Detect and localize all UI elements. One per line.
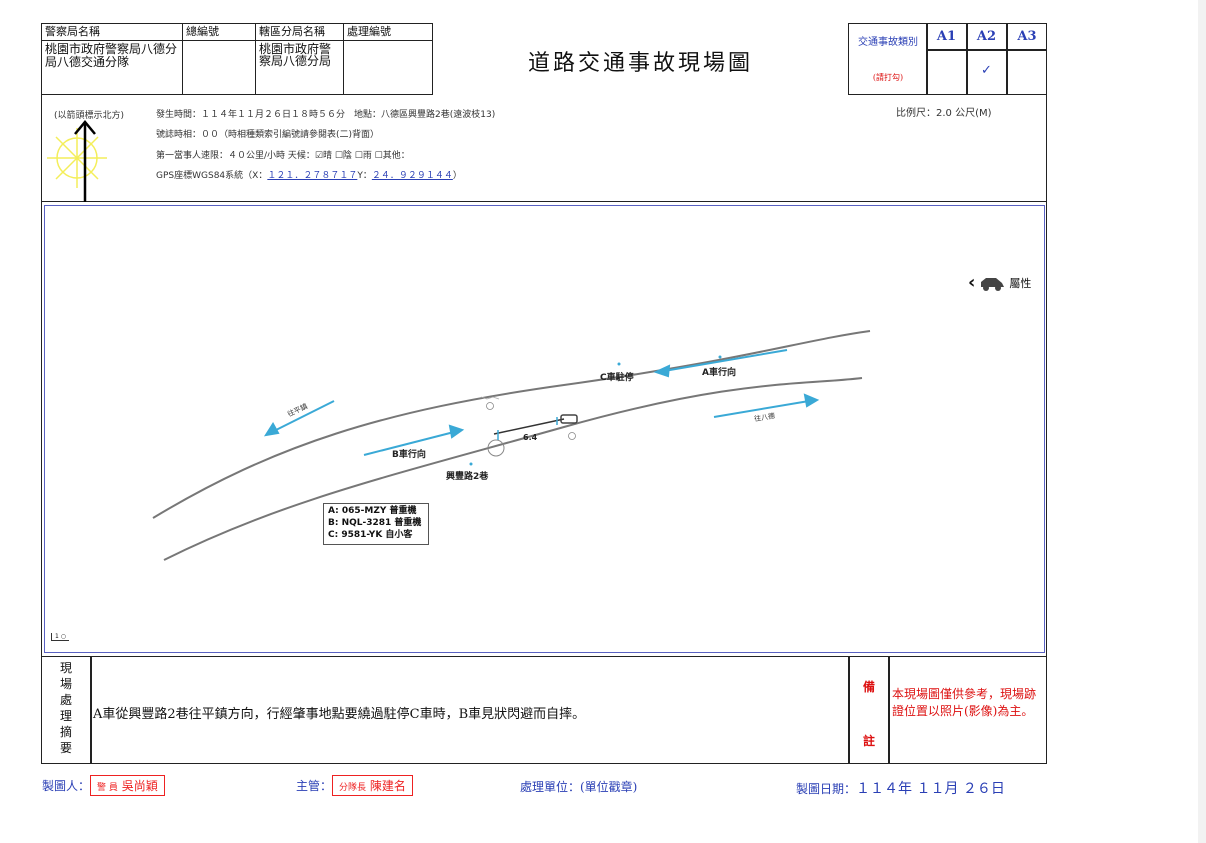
drawer-stamp-name: 吳尚穎	[121, 779, 158, 793]
drawer-field: 製圖人：警 員 吳尚穎	[42, 775, 165, 796]
gps-suffix: ）	[452, 171, 462, 181]
police-station-value: 桃園市政府警察局八德分局八德交通分隊	[45, 42, 178, 69]
gps-y: ２４．９２９１４４	[371, 171, 453, 181]
north-note: (以箭頭標示北方)	[54, 111, 125, 121]
remark-char-1: 備	[862, 680, 875, 694]
summary-section	[41, 657, 1047, 764]
date-label: 製圖日期：	[796, 782, 857, 796]
to-bade-label: 往八德	[753, 411, 775, 423]
category-a2-check: ✓	[981, 63, 992, 78]
police-station-cell: 警察局名稱 桃園市政府警察局八德分局八德交通分隊	[41, 23, 183, 95]
supervisor-stamp-name: 陳建名	[369, 779, 406, 793]
category-a3: A3	[1017, 29, 1037, 44]
chevron-left-icon: ‹	[968, 272, 976, 293]
occurrence-line: 發生時間：１１４年１１月２６日１８時５６分 地點：八德區興豐路2巷(遠波枝13)	[156, 110, 496, 120]
case-cell: 處理編號	[344, 23, 433, 95]
gps-x: １２１．２７８７１７	[267, 171, 358, 181]
date-field: 製圖日期：１１４年 １１月 ２６日	[796, 778, 1005, 798]
attributes-label: 屬性	[1009, 276, 1032, 290]
remark-text: 本現場圖僅供參考，現場跡證位置以照片(影像)為主。	[892, 687, 1037, 718]
marker-b	[568, 432, 576, 440]
car-icon	[981, 277, 1005, 291]
summary-label-char: 場	[59, 677, 72, 691]
drawer-stamp-title: 警 員	[97, 783, 118, 793]
district-value: 桃園市政府警察局八德分局	[259, 42, 332, 68]
summary-label-char: 現	[59, 661, 72, 675]
road-edge-north	[152, 330, 871, 519]
supervisor-field: 主管：分隊長 陳建名	[296, 775, 413, 796]
date-value: １１４年 １１月 ２６日	[856, 781, 1005, 797]
road-name-label: 興豐路2巷	[446, 470, 489, 482]
scrollbar[interactable]	[1198, 0, 1206, 843]
diagram-frame	[41, 202, 1047, 657]
summary-text: A車從興豐路2巷往平鎮方向，行經肇事地點要繞過駐停C車時，B車見狀閃避而自摔。	[93, 707, 586, 722]
scooter-b-symbol	[487, 439, 505, 457]
legend-a: A: 065-MZY 普重機	[328, 506, 417, 516]
supervisor-stamp: 分隊長 陳建名	[332, 775, 413, 796]
signal-phase-line: 號誌時相：００（時相種類索引編號請參閱表(二)背面）	[156, 130, 380, 140]
scale-label: 比例尺：2.0 公尺(M)	[896, 108, 992, 119]
to-bade-arrow	[713, 400, 810, 418]
serial-value	[183, 41, 255, 45]
case-label: 處理編號	[344, 24, 432, 41]
summary-label-char: 摘	[59, 725, 72, 739]
summary-label-char: 處	[59, 693, 72, 707]
marker-a	[486, 402, 494, 410]
serial-cell: 總編號	[183, 23, 256, 95]
a-direction-arrow	[663, 349, 788, 372]
vehicle-legend: A: 065-MZY 普重機 B: NQL-3281 普重機 C: 9581-Y…	[323, 503, 429, 545]
district-label: 轄區分局名稱	[256, 24, 343, 41]
gps-line: GPS座標WGS84系統（X：１２１．２７８７１７Y：２４．９２９１４４）	[156, 168, 462, 181]
corner-mark: 1 ○	[51, 633, 69, 641]
district-cell: 轄區分局名稱 桃園市政府警察局八德分局	[256, 23, 344, 95]
scooter-a-symbol	[560, 414, 578, 424]
c-stop-label: C車駐停	[600, 371, 634, 383]
legend-c: C: 9581-YK 自小客	[328, 530, 413, 540]
north-arrow-icon	[47, 120, 107, 202]
a-direction-label: A車行向	[702, 366, 736, 378]
skid-line	[493, 418, 565, 435]
supervisor-label: 主管：	[296, 779, 333, 793]
case-value	[344, 41, 432, 45]
summary-label-char: 理	[59, 709, 72, 723]
b-direction-label: B車行向	[392, 448, 426, 460]
category-box	[848, 23, 1047, 95]
summary-label-char: 要	[59, 741, 72, 755]
serial-label: 總編號	[183, 24, 255, 41]
legend-b: B: NQL-3281 普重機	[328, 518, 422, 528]
attributes-toggle[interactable]: ‹ 屬性	[968, 272, 1031, 293]
to-pingzhen-arrow	[273, 400, 335, 432]
gps-mid: Y：	[357, 171, 372, 181]
info-section	[41, 95, 1047, 202]
road-edge-south	[163, 377, 863, 561]
gps-prefix: GPS座標WGS84系統（X：	[156, 171, 268, 181]
drawer-stamp: 警 員 吳尚穎	[90, 775, 165, 796]
scene-diagram: C車駐停 A車行向 B車行向 興豐路2巷 6.4 往平鎮 往八德	[152, 330, 871, 561]
category-a1: A1	[936, 29, 957, 44]
summary-label: 現 場 處 理 摘 要	[44, 660, 88, 756]
drawer-label: 製圖人：	[42, 779, 91, 793]
unit-label: 處理單位：(單位戳章)	[520, 780, 638, 794]
distance-label: 6.4	[523, 433, 538, 442]
remark-char-2: 註	[862, 734, 875, 748]
police-station-label: 警察局名稱	[42, 24, 182, 41]
category-label: 交通事故類別	[858, 37, 918, 48]
category-a2: A2	[976, 29, 997, 44]
page-title: 道路交通事故現場圖	[527, 51, 753, 76]
supervisor-stamp-title: 分隊長	[339, 783, 367, 793]
speed-weather-line: 第一當事人速限：４０公里/小時 天候：☑晴 ☐陰 ☐雨 ☐其他：	[156, 151, 410, 161]
b-direction-arrow	[363, 431, 455, 456]
diagram-canvas	[44, 205, 1045, 653]
category-hint: (請打勾)	[872, 73, 904, 82]
